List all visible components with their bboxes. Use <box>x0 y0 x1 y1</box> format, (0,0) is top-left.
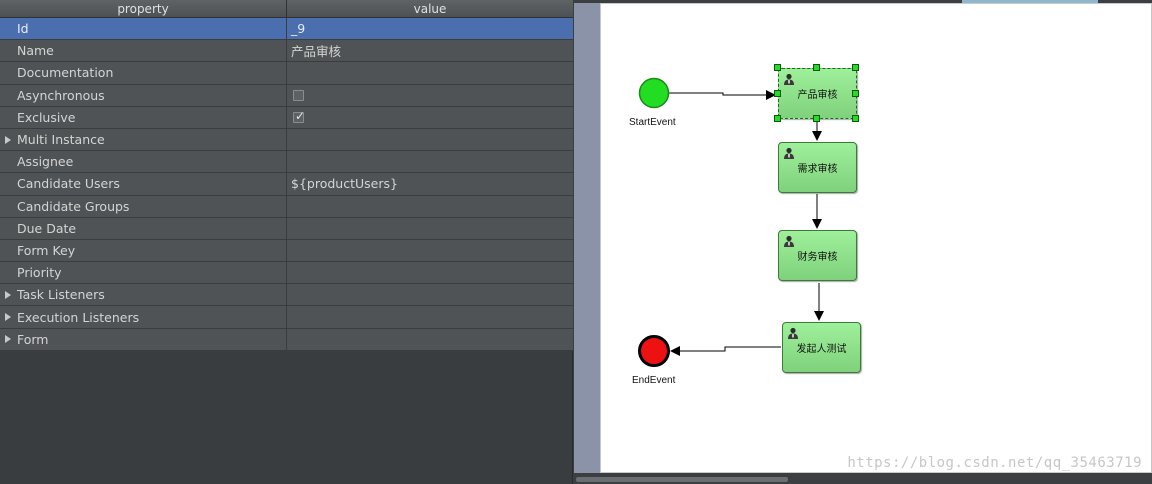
property-name: Candidate Users <box>0 173 287 195</box>
task-demand-review[interactable]: 需求审核 <box>778 142 857 193</box>
resize-handle-n[interactable] <box>813 64 820 71</box>
properties-panel: property value Id _9 Name 产品审核 Documenta… <box>0 0 573 484</box>
property-row-asynchronous[interactable]: Asynchronous <box>0 84 573 107</box>
property-name: Multi Instance <box>17 132 105 148</box>
properties-header: property value <box>0 0 573 18</box>
property-value-id[interactable]: _9 <box>291 21 306 37</box>
expand-triangle-icon[interactable] <box>5 335 11 344</box>
property-row-execution-listeners[interactable]: Execution Listeners <box>0 306 573 329</box>
task-product-review[interactable]: 产品审核 <box>778 68 857 119</box>
horizontal-scrollbar[interactable] <box>574 475 1152 484</box>
column-header-value[interactable]: value <box>413 2 447 16</box>
user-icon <box>784 147 794 159</box>
property-row-name[interactable]: Name 产品审核 <box>0 40 573 63</box>
property-value-due-date[interactable] <box>287 218 573 239</box>
resize-handle-nw[interactable] <box>774 64 781 71</box>
end-event[interactable] <box>638 335 670 367</box>
property-row-due-date[interactable]: Due Date <box>0 217 573 240</box>
property-row-task-listeners[interactable]: Task Listeners <box>0 284 573 307</box>
property-value-name[interactable]: 产品审核 <box>291 44 342 60</box>
property-name: Documentation <box>0 62 287 84</box>
task-initiator-test[interactable]: 发起人测试 <box>782 322 861 373</box>
user-icon <box>784 235 794 247</box>
sequence-flows <box>638 77 824 367</box>
diagram-gutter <box>574 3 600 473</box>
resize-handle-sw[interactable] <box>774 115 781 122</box>
property-row-candidate-users[interactable]: Candidate Users ${productUsers} <box>0 173 573 196</box>
property-name: Execution Listeners <box>17 309 140 325</box>
property-name: Id <box>0 18 287 40</box>
property-row-multi-instance[interactable]: Multi Instance <box>0 128 573 152</box>
property-value-task-listeners[interactable] <box>287 284 573 305</box>
property-name: Exclusive <box>0 106 287 128</box>
task-finance-review[interactable]: 财务审核 <box>778 230 857 281</box>
property-name: Asynchronous <box>0 84 287 106</box>
resize-handle-se[interactable] <box>852 115 859 122</box>
property-value-candidate-groups[interactable] <box>287 196 573 217</box>
property-value-documentation[interactable] <box>287 62 573 83</box>
task-label: 财务审核 <box>797 252 838 263</box>
resize-handle-ne[interactable] <box>852 64 859 71</box>
property-row-candidate-groups[interactable]: Candidate Groups <box>0 195 573 218</box>
end-event-label: EndEvent <box>632 375 676 386</box>
expand-triangle-icon[interactable] <box>5 290 11 299</box>
task-label: 产品审核 <box>797 90 838 101</box>
checkmark-icon: ✓ <box>295 108 306 123</box>
property-name: Form <box>17 331 49 347</box>
property-value-form-key[interactable] <box>287 240 573 261</box>
user-icon <box>788 327 798 339</box>
property-row-assignee[interactable]: Assignee <box>0 151 573 174</box>
property-row-id[interactable]: Id _9 <box>0 18 573 41</box>
property-row-exclusive[interactable]: Exclusive ✓ <box>0 106 573 129</box>
tab-accent-bar <box>962 0 1098 3</box>
task-label: 需求审核 <box>797 164 838 175</box>
property-name: Assignee <box>0 151 287 173</box>
diagram-editor: StartEvent EndEvent 产品审核 需求审核 <box>574 0 1152 484</box>
property-row-documentation[interactable]: Documentation <box>0 62 573 85</box>
property-name: Priority <box>0 262 287 284</box>
property-row-form[interactable]: Form <box>0 328 573 351</box>
property-value-multi-instance[interactable] <box>287 129 573 150</box>
exclusive-checkbox[interactable]: ✓ <box>293 108 306 123</box>
property-name: Form Key <box>0 239 287 262</box>
property-value-candidate-users[interactable]: ${productUsers} <box>291 176 398 192</box>
expand-triangle-icon[interactable] <box>5 135 11 144</box>
user-icon <box>784 73 794 85</box>
flow-start-to-product[interactable] <box>668 90 776 100</box>
start-event[interactable] <box>638 77 670 109</box>
property-name: Due Date <box>0 217 287 239</box>
property-name: Task Listeners <box>17 287 105 303</box>
task-label: 发起人测试 <box>796 344 847 355</box>
scrollbar-thumb[interactable] <box>576 477 788 482</box>
property-value-execution-listeners[interactable] <box>287 306 573 327</box>
diagram-canvas[interactable]: StartEvent EndEvent 产品审核 需求审核 <box>600 3 1152 473</box>
column-header-property[interactable]: property <box>0 0 287 18</box>
property-name: Candidate Groups <box>0 195 287 217</box>
resize-handle-e[interactable] <box>852 90 859 97</box>
expand-triangle-icon[interactable] <box>5 313 11 322</box>
resize-handle-w[interactable] <box>774 90 781 97</box>
resize-handle-s[interactable] <box>813 115 820 122</box>
flow-test-to-end[interactable] <box>670 346 781 356</box>
property-value-assignee[interactable] <box>287 151 573 172</box>
property-row-form-key[interactable]: Form Key <box>0 239 573 263</box>
property-row-priority[interactable]: Priority <box>0 262 573 285</box>
property-value-priority[interactable] <box>287 262 573 283</box>
start-event-label: StartEvent <box>629 117 676 128</box>
properties-table: Id _9 Name 产品审核 Documentation Asynchrono… <box>0 18 573 351</box>
watermark: https://blog.csdn.net/qq_35463719 <box>847 455 1142 471</box>
property-name: Name <box>0 40 287 62</box>
asynchronous-checkbox[interactable] <box>293 89 304 101</box>
property-value-form[interactable] <box>287 329 573 350</box>
